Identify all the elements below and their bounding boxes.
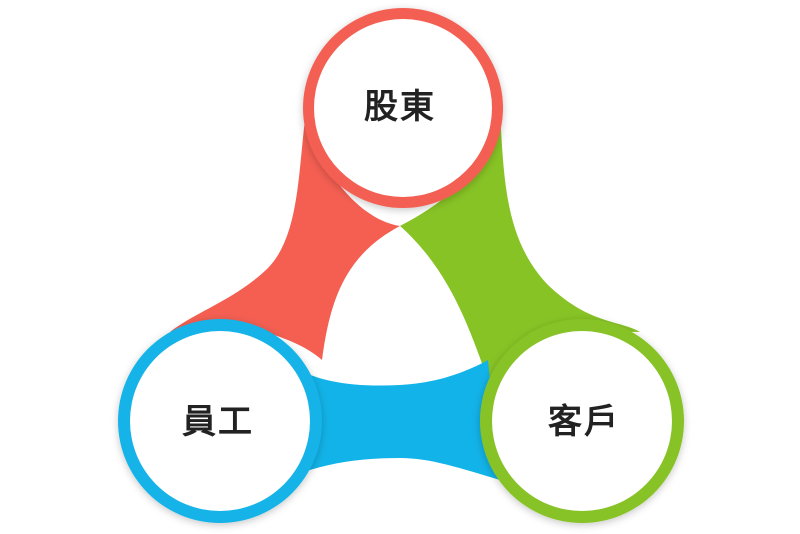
node-shareholders-label: 股東 xyxy=(364,87,436,127)
node-customers-core xyxy=(492,331,672,511)
band-shareholders-customers xyxy=(400,112,640,380)
node-shareholders-core xyxy=(314,19,492,197)
node-customers-label: 客戶 xyxy=(548,402,620,442)
node-customers xyxy=(480,319,684,523)
band-shareholders-employees xyxy=(170,112,400,360)
node-employees-core xyxy=(130,331,310,511)
node-employees xyxy=(118,319,322,523)
node-shareholders xyxy=(303,8,503,208)
node-employees-label: 員工 xyxy=(182,402,254,442)
